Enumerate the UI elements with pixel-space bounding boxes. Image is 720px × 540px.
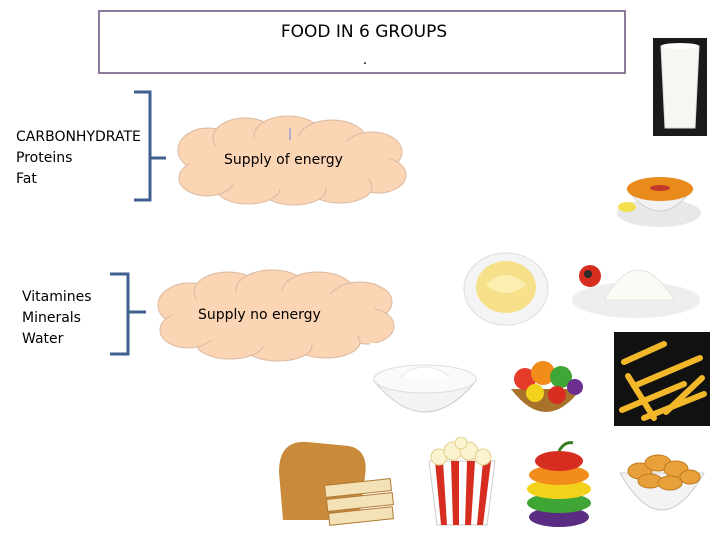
energy-bracket: [134, 90, 166, 202]
no-energy-cloud: [157, 269, 395, 362]
bread-loaf-image: [273, 432, 399, 526]
nutrient-proteins: Proteins: [16, 150, 73, 166]
lentil-soup-image: [613, 155, 703, 233]
title-box: FOOD IN 6 GROUPS .: [98, 10, 626, 74]
vegetable-basket-image: [497, 343, 595, 425]
yogurt-bowl-image: [370, 343, 480, 425]
rice-with-tomato-image: [568, 240, 700, 320]
no-energy-bracket: [110, 272, 146, 356]
mashed-potato-image: [462, 245, 550, 327]
slide-title: FOOD IN 6 GROUPS: [280, 22, 448, 42]
nutrient-minerals: Minerals: [22, 310, 81, 326]
corn-flakes-image: [614, 437, 710, 529]
milk-glass-image: [653, 38, 707, 136]
fruit-stack-image: [513, 437, 605, 529]
french-fries-image: [614, 332, 710, 426]
nutrient-fat: Fat: [16, 171, 37, 187]
nutrient-carbohydrate: CARBONHYDRATE: [16, 129, 141, 145]
no-energy-cloud-label: Supply no energy: [198, 307, 321, 323]
slide-subtitle: .: [362, 52, 368, 68]
energy-nutrient-list: CARBONHYDRATE Proteins Fat: [16, 127, 141, 190]
popcorn-image: [421, 437, 503, 527]
energy-cloud: [177, 115, 407, 206]
energy-cloud-label: Supply of energy: [224, 152, 343, 168]
nutrient-water: Water: [22, 331, 64, 347]
nutrient-vitamines: Vitamines: [22, 289, 92, 305]
no-energy-nutrient-list: Vitamines Minerals Water: [22, 287, 92, 350]
